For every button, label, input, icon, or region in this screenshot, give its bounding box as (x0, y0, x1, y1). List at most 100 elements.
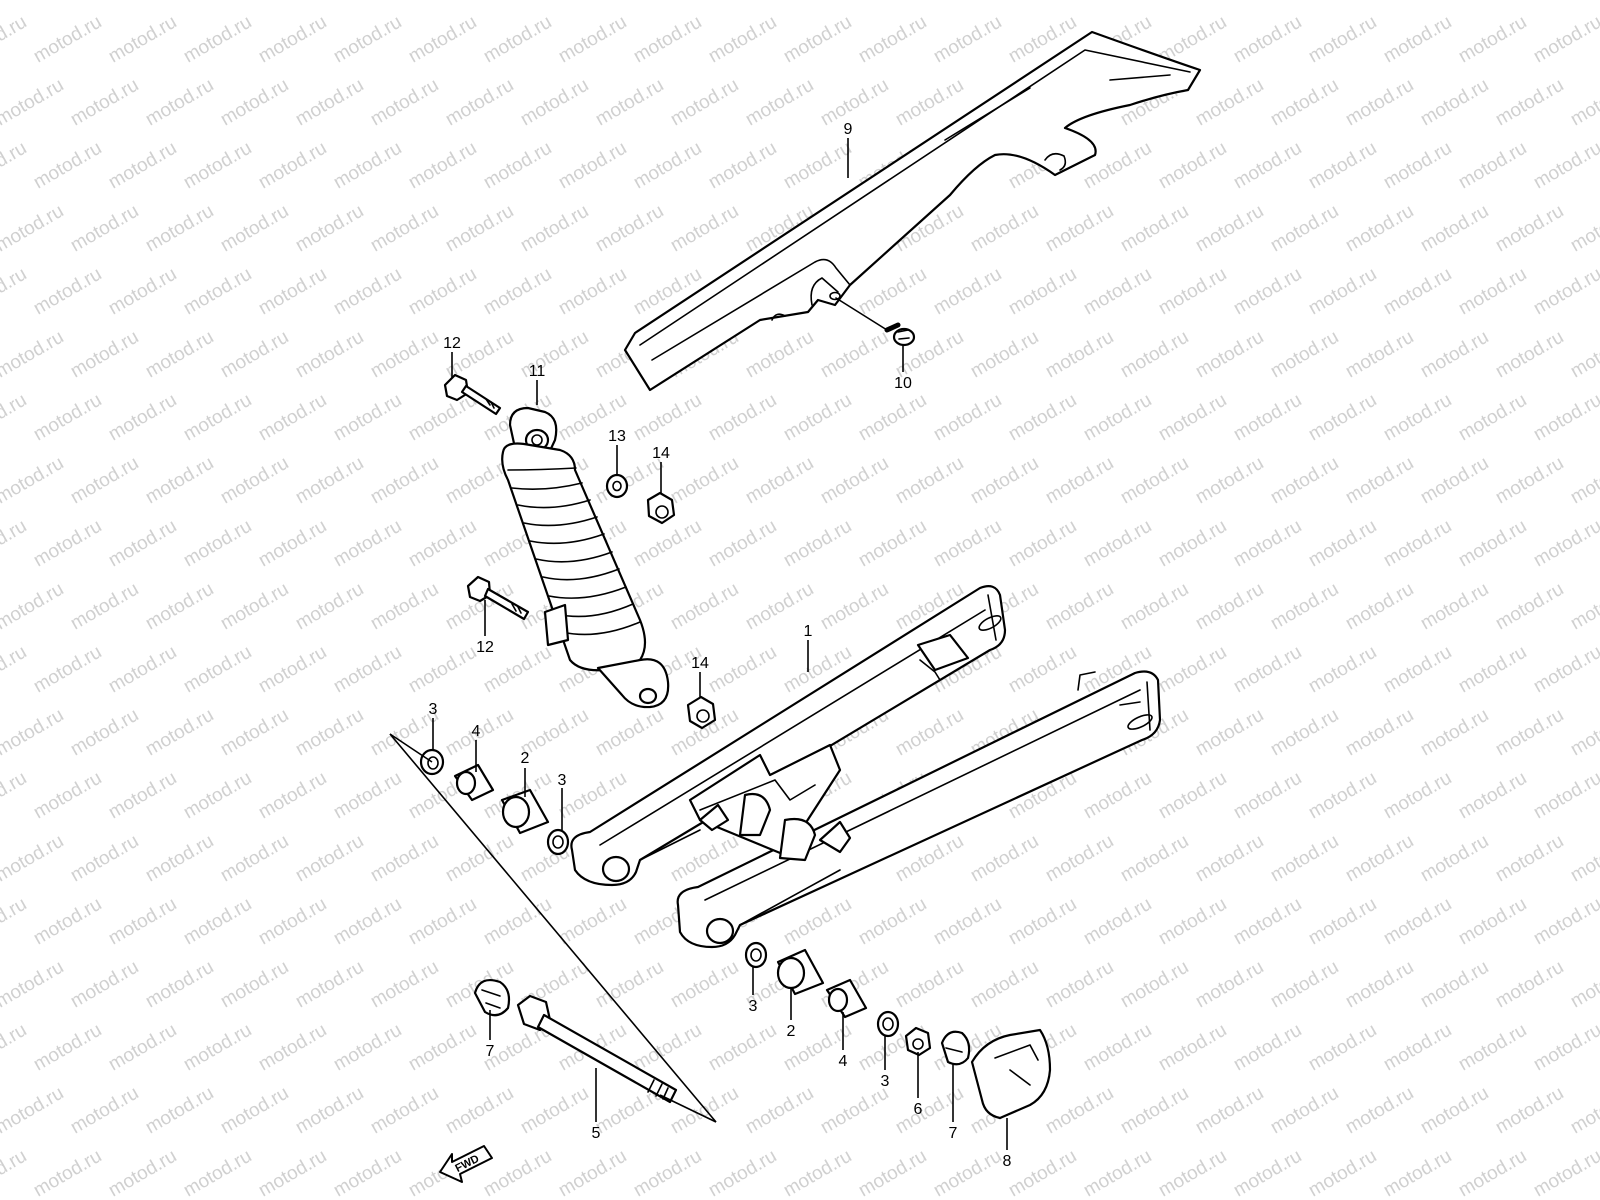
watermark-text: motod.ru (0, 768, 30, 824)
watermark-text: motod.ru (330, 642, 405, 698)
callout-10: 10 (894, 375, 912, 392)
watermark-text: motod.ru (405, 894, 480, 950)
callout-14: 14 (691, 655, 709, 672)
watermark-text: motod.ru (1192, 201, 1267, 257)
watermark-text: motod.ru (630, 12, 705, 68)
watermark-text: motod.ru (30, 894, 105, 950)
callout-6: 6 (914, 1101, 923, 1118)
watermark-text: motod.ru (1005, 894, 1080, 950)
watermark-text: motod.ru (0, 327, 67, 383)
watermark-text: motod.ru (1530, 264, 1600, 320)
watermark-text: motod.ru (1380, 1146, 1455, 1200)
chain-case-bolt[interactable] (835, 297, 916, 347)
watermark-text: motod.ru (667, 453, 742, 509)
watermark-text: motod.ru (742, 75, 817, 131)
washer-13[interactable] (605, 473, 629, 499)
watermark-text: motod.ru (30, 12, 105, 68)
watermark-text: motod.ru (0, 264, 30, 320)
watermark-text: motod.ru (255, 138, 330, 194)
watermark-text: motod.ru (180, 1146, 255, 1200)
shock-upper-bolt[interactable] (443, 373, 502, 416)
watermark-text: motod.ru (217, 201, 292, 257)
assembly-reference-line (389, 733, 717, 1123)
watermark-text: motod.ru (367, 327, 442, 383)
pivot-cap-right[interactable] (940, 1030, 971, 1066)
watermark-text: motod.ru (1267, 75, 1342, 131)
watermark-text: motod.ru (1192, 957, 1267, 1013)
watermark-text: motod.ru (67, 831, 142, 887)
watermark-text: motod.ru (142, 957, 217, 1013)
watermark-text: motod.ru (705, 138, 780, 194)
callout-3: 3 (749, 998, 758, 1015)
watermark-text: motod.ru (217, 327, 292, 383)
watermark-text: motod.ru (67, 0, 142, 4)
watermark-text: motod.ru (1417, 201, 1492, 257)
watermark-text: motod.ru (405, 138, 480, 194)
watermark-text: motod.ru (105, 894, 180, 950)
watermark-text: motod.ru (1305, 264, 1380, 320)
watermark-text: motod.ru (1192, 1083, 1267, 1139)
watermark-text: motod.ru (555, 894, 630, 950)
rear-shock-absorber[interactable] (501, 406, 670, 709)
watermark-text: motod.ru (367, 579, 442, 635)
watermark-text: motod.ru (1080, 768, 1155, 824)
watermark-text: motod.ru (180, 642, 255, 698)
watermark-text: motod.ru (292, 327, 367, 383)
watermark-text: motod.ru (255, 516, 330, 572)
watermark-text: motod.ru (1042, 831, 1117, 887)
chain-case[interactable] (623, 30, 1202, 392)
watermark-text: motod.ru (1005, 264, 1080, 320)
watermark-text: motod.ru (1380, 642, 1455, 698)
watermark-text: motod.ru (30, 768, 105, 824)
pivot-stack-right[interactable] (744, 941, 932, 1057)
watermark-text: motod.ru (330, 264, 405, 320)
watermark-text: motod.ru (705, 516, 780, 572)
watermark-text: motod.ru (330, 390, 405, 446)
watermark-text: motod.ru (1267, 705, 1342, 761)
watermark-text: motod.ru (1342, 453, 1417, 509)
watermark-text: motod.ru (705, 1146, 780, 1200)
watermark-text: motod.ru (292, 705, 367, 761)
watermark-text: motod.ru (555, 12, 630, 68)
watermark-text: motod.ru (1267, 0, 1342, 4)
callout-2: 2 (787, 1023, 796, 1040)
watermark-text: motod.ru (0, 642, 30, 698)
watermark-text: motod.ru (405, 12, 480, 68)
watermark-text: motod.ru (1380, 264, 1455, 320)
watermark-text: motod.ru (0, 453, 67, 509)
watermark-text: motod.ru (367, 75, 442, 131)
watermark-text: motod.ru (1192, 327, 1267, 383)
watermark-text: motod.ru (630, 516, 705, 572)
watermark-text: motod.ru (780, 390, 855, 446)
swingarm-cover[interactable] (970, 1028, 1052, 1120)
watermark-text: motod.ru (1530, 642, 1600, 698)
watermark-text: motod.ru (855, 390, 930, 446)
shock-lower-bolt[interactable] (466, 575, 530, 621)
watermark-text: motod.ru (930, 12, 1005, 68)
watermark-text: motod.ru (1267, 453, 1342, 509)
watermark-text: motod.ru (1567, 957, 1600, 1013)
watermark-text: motod.ru (780, 516, 855, 572)
callout-9: 9 (844, 121, 853, 138)
watermark-text: motod.ru (0, 579, 67, 635)
watermark-text: motod.ru (105, 642, 180, 698)
callout-4: 4 (472, 723, 481, 740)
watermark-text: motod.ru (142, 0, 217, 4)
pivot-cap-left[interactable] (473, 978, 511, 1017)
watermark-text: motod.ru (1042, 327, 1117, 383)
nut-14-lower[interactable] (686, 695, 717, 730)
watermark-text: motod.ru (1455, 12, 1530, 68)
watermark-text: motod.ru (555, 1146, 630, 1200)
pivot-shaft[interactable] (516, 994, 678, 1104)
watermark-text: motod.ru (1117, 579, 1192, 635)
watermark-text: motod.ru (292, 75, 367, 131)
swingarm[interactable] (570, 585, 1162, 949)
watermark-text: motod.ru (1492, 0, 1567, 4)
watermark-text: motod.ru (630, 1020, 705, 1076)
watermark-text: motod.ru (1342, 327, 1417, 383)
watermark-text: motod.ru (405, 390, 480, 446)
watermark-text: motod.ru (1417, 327, 1492, 383)
watermark-text: motod.ru (667, 957, 742, 1013)
watermark-text: motod.ru (1342, 705, 1417, 761)
nut-14-upper[interactable] (646, 491, 676, 525)
